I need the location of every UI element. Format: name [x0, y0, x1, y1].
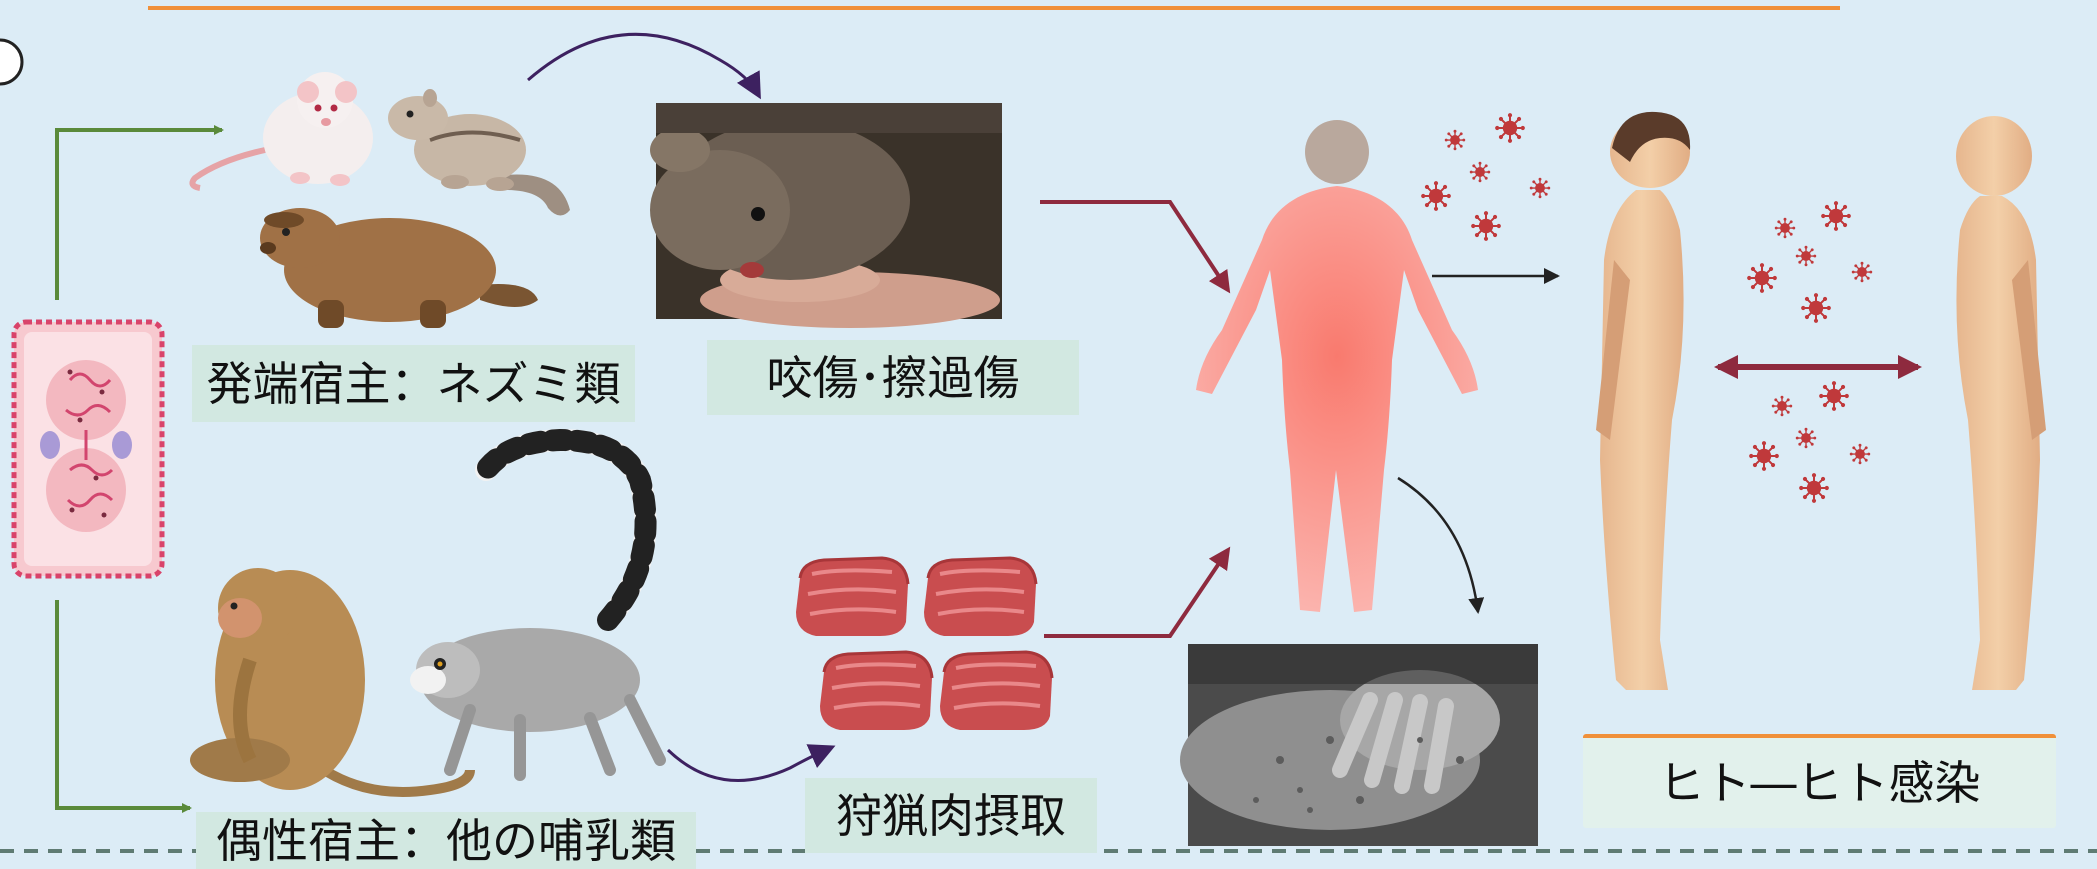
incidental-host-label: 偶性宿主：他の哺乳類 [196, 812, 696, 869]
marmot-icon [260, 208, 538, 328]
lesion-photo [1180, 644, 1538, 846]
virus-particle-icon [1749, 381, 1870, 503]
human-to-human-label: ヒト―ヒト感染 [1583, 734, 2056, 828]
bushmeat-label: 狩猟肉摂取 [805, 778, 1097, 853]
virus-cell-icon [14, 322, 162, 576]
human-right-icon [1956, 116, 2046, 690]
virus-particle-icon [1421, 113, 1550, 241]
rodent-to-bite-arrow [528, 34, 758, 94]
human-to-lesion-arrow [1398, 478, 1478, 612]
human-left-icon [1596, 112, 1690, 690]
chipmunk-icon [388, 89, 570, 216]
panel-marker [0, 40, 22, 84]
bite-to-human-arrow [1040, 202, 1228, 290]
bite-scratch-label: 咬傷･擦過傷 [707, 340, 1079, 415]
virus-particle-icon [1747, 201, 1872, 323]
reservoir-arrow [57, 130, 222, 300]
reservoir-host-label: 発端宿主：ネズミ類 [192, 345, 635, 422]
meat-to-human-arrow [1044, 550, 1228, 636]
animals-to-meat-arrow [668, 748, 830, 780]
lemur-icon [410, 440, 660, 775]
bite-photo [650, 103, 1002, 328]
incidental-arrow [57, 600, 190, 808]
meat-icon [796, 558, 1052, 730]
